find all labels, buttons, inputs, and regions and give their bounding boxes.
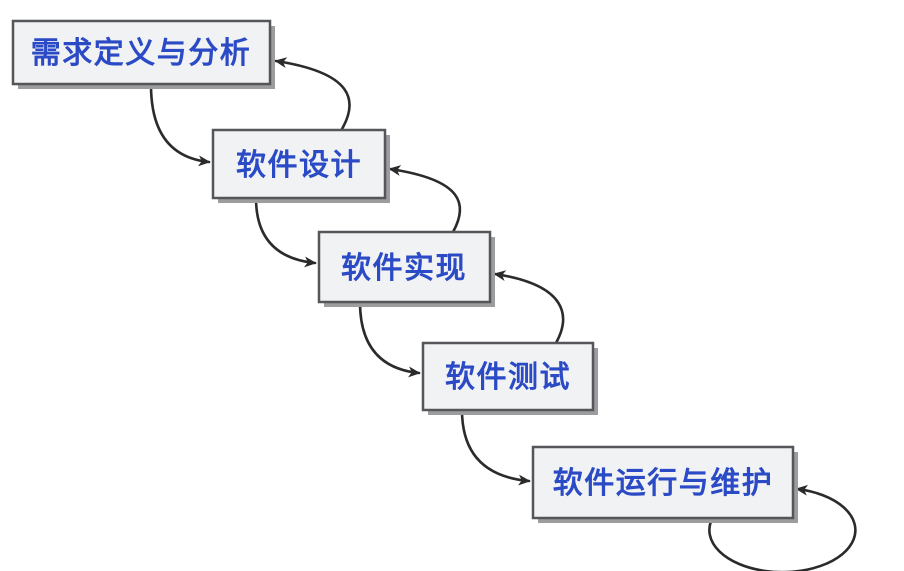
box [421,341,595,412]
stage-box-implementation: 软件实现 [317,230,495,307]
box [211,128,387,200]
arrow-maintenance-self-loop-icon [708,484,857,571]
stage-label-maintenance: 软件运行与维护 [553,466,774,501]
stage-label-design: 软件设计 [236,148,362,183]
stage-box-maintenance: 软件运行与维护 [531,445,798,523]
arrow-design-to-requirements-icon [274,57,351,131]
arrow-requirements-to-design-icon [149,83,211,167]
stage-label-testing: 软件测试 [445,360,571,395]
stage-label-implementation: 软件实现 [341,251,467,286]
box [317,230,492,304]
stage-label-requirements: 需求定义与分析 [31,36,252,71]
arrow-implementation-to-design-icon [388,165,462,234]
stage-box-requirements: 需求定义与分析 [11,19,275,89]
stage-box-testing: 软件测试 [421,341,598,415]
box [531,445,795,520]
arrow-testing-to-maintenance-icon [460,408,531,486]
arrow-testing-to-implementation-icon [493,270,565,345]
arrow-implementation-to-testing-icon [358,300,421,378]
stage-box-design: 软件设计 [211,128,390,203]
box [11,19,272,86]
arrow-design-to-implementation-icon [254,196,317,268]
